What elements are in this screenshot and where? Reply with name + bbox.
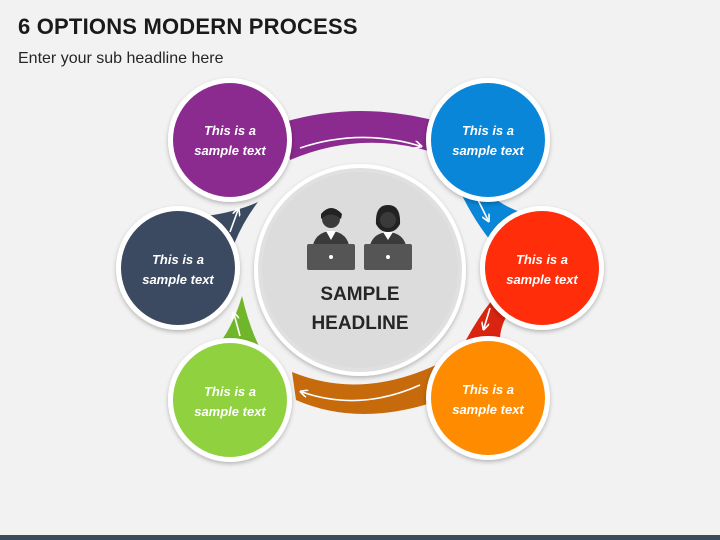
connector-green-to-navy [214, 296, 262, 352]
option-node-navy: This is a sample text [116, 206, 240, 330]
option-node-green-line1: This is a [204, 384, 256, 399]
option-node-red-line2: sample text [506, 272, 578, 287]
page-title: 6 OPTIONS MODERN PROCESS [18, 14, 358, 39]
option-node-green: This is a sample text [168, 338, 292, 462]
option-node-blue-line1: This is a [462, 123, 514, 138]
center-headline-line2: HEADLINE [311, 313, 408, 334]
option-node-red-line1: This is a [516, 252, 568, 267]
option-node-orange-line1: This is a [462, 382, 514, 397]
option-node-purple-line2: sample text [194, 143, 266, 158]
option-node-blue: This is a sample text [426, 78, 550, 202]
center-circle [254, 164, 466, 376]
option-node-red: This is a sample text [480, 206, 604, 330]
page-subtitle: Enter your sub headline here [18, 50, 224, 67]
option-node-purple-fill [173, 83, 287, 197]
option-node-orange-line2: sample text [452, 402, 524, 417]
connector-purple-to-blue [284, 111, 440, 160]
option-node-navy-line1: This is a [152, 252, 204, 267]
option-node-navy-line2: sample text [142, 272, 214, 287]
option-node-purple: This is a sample text [168, 78, 292, 202]
connector-orange-to-green [292, 365, 440, 414]
bottom-accent-bar [0, 535, 720, 540]
option-node-blue-line2: sample text [452, 143, 524, 158]
option-node-green-line2: sample text [194, 404, 266, 419]
two-people-laptop-icon [307, 205, 412, 270]
connector-navy-to-purple [206, 202, 258, 244]
option-node-purple-line1: This is a [204, 123, 256, 138]
center-headline-line1: SAMPLE [320, 284, 399, 305]
option-node-orange: This is a sample text [426, 336, 550, 460]
